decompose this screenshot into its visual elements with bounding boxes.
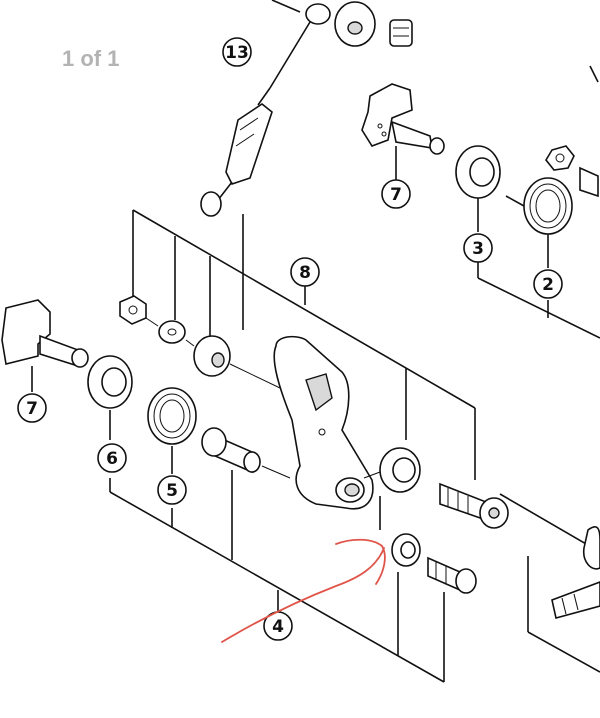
callout-13-label: 13 <box>225 43 249 63</box>
screw-part <box>427 556 477 594</box>
callout-4-label: 4 <box>272 617 284 637</box>
hanger-part-7-top <box>361 83 445 180</box>
group-bracket-4 <box>109 478 445 683</box>
callout-7-top: 7 <box>381 179 411 209</box>
bolt-part <box>439 482 509 529</box>
spring-part-5 <box>147 387 197 474</box>
washer-part-3 <box>455 145 501 232</box>
callout-2-label: 2 <box>542 275 554 295</box>
callout-7-left: 7 <box>17 393 47 423</box>
small-washer-part <box>391 533 421 567</box>
callout-6-label: 6 <box>106 449 118 469</box>
callout-2: 2 <box>533 269 563 299</box>
callout-7-left-label: 7 <box>26 399 38 419</box>
red-annotation-arrow <box>221 538 386 643</box>
callout-13: 13 <box>222 37 252 67</box>
callout-7-top-label: 7 <box>390 185 402 205</box>
hanger-part-7-left <box>1 299 89 392</box>
sleeve-part-left <box>201 427 291 560</box>
callout-5: 5 <box>157 475 187 505</box>
nut-part <box>119 295 147 325</box>
group-bracket-8 <box>132 209 476 480</box>
sleeve-part <box>379 447 421 493</box>
callout-3-label: 3 <box>472 239 484 259</box>
bushing-part <box>193 335 231 377</box>
callout-3: 3 <box>463 233 493 263</box>
page-indicator: 1 of 1 <box>62 46 120 71</box>
spring-part-2 <box>505 65 599 268</box>
callout-8: 8 <box>290 257 320 287</box>
callout-6: 6 <box>97 443 127 473</box>
washer-small-part <box>158 320 186 344</box>
arm-link-part <box>273 335 374 510</box>
callout-8-label: 8 <box>299 263 311 283</box>
cable-part-13 <box>200 21 311 217</box>
washer-part-6 <box>87 355 133 440</box>
callout-5-label: 5 <box>166 481 178 501</box>
right-edge-parts <box>499 493 600 673</box>
top-bolt-assembly <box>271 0 413 47</box>
